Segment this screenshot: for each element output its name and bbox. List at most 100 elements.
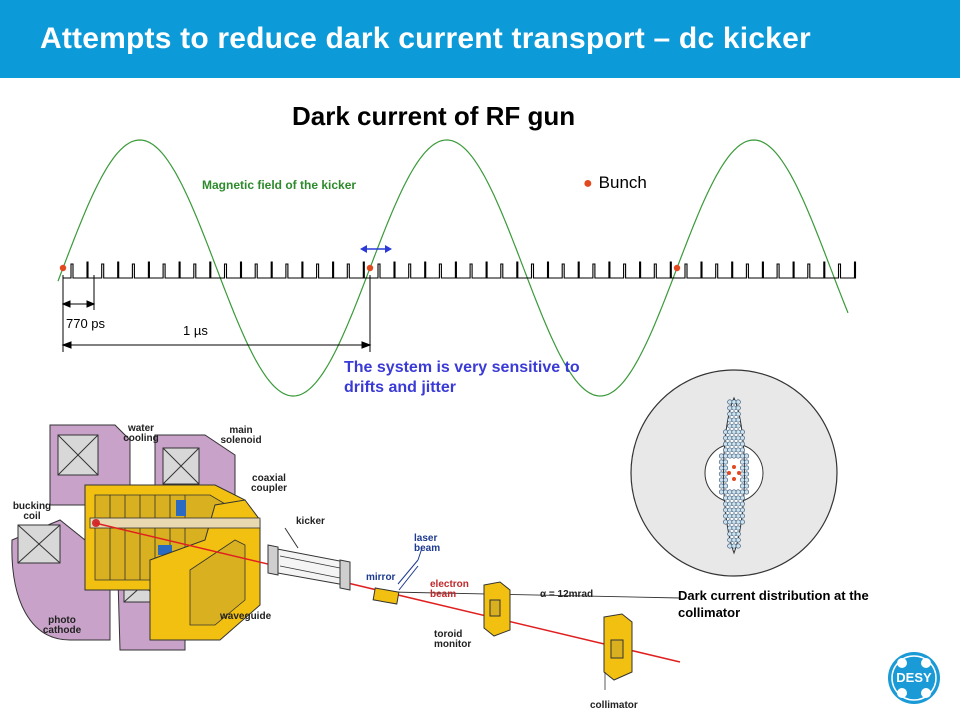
dimension-1us: 1 µs: [183, 323, 208, 338]
toroid-monitor: [483, 581, 511, 637]
dark-current-spot: [739, 507, 745, 513]
dark-current-spot: [723, 519, 729, 525]
dark-current-spot: [731, 447, 737, 453]
dark-current-spot: [739, 465, 745, 471]
dark-current-spot: [727, 447, 733, 453]
dark-current-spot: [723, 513, 729, 519]
label-mirror: mirror: [366, 572, 396, 583]
gun-apparatus: [11, 424, 261, 651]
dark-current-spot: [723, 477, 729, 483]
dark-current-spot: [744, 459, 750, 465]
bunch-dot: [59, 264, 67, 272]
dark-current-spot: [723, 441, 729, 447]
dark-current-spot: [739, 435, 745, 441]
dark-current-spot: [735, 519, 741, 525]
dark-current-spot: [731, 537, 737, 543]
mirror: [372, 547, 423, 605]
dark-current-spot: [744, 477, 750, 483]
bunch-legend: ●Bunch: [583, 173, 647, 193]
dark-current-spot: [718, 471, 724, 477]
dark-current-spot: [731, 507, 737, 513]
dark-current-spot: [735, 399, 741, 405]
collimator-distribution: [630, 369, 838, 577]
dark-current-spot: [731, 435, 737, 441]
dark-current-spot: [723, 501, 729, 507]
dark-current-spot: [723, 435, 729, 441]
dark-current-spot: [723, 495, 729, 501]
dark-current-spot: [744, 453, 750, 459]
label-laser-beam: laser beam: [414, 533, 441, 554]
dark-current-spot: [731, 399, 737, 405]
dark-current-spot: [739, 495, 745, 501]
distribution-caption: Dark current distribution at the collima…: [678, 588, 869, 620]
dark-current-spot: [735, 495, 741, 501]
label-bucking-coil: bucking coil: [12, 501, 52, 522]
desy-logo: [888, 652, 940, 704]
dark-current-spot: [731, 441, 737, 447]
label-photo-cathode: photo cathode: [42, 615, 82, 636]
label-toroid-monitor: toroid monitor: [434, 629, 472, 650]
dark-current-spot: [727, 423, 733, 429]
dark-current-spot: [727, 543, 733, 549]
dark-current-spot: [723, 459, 729, 465]
bunch-dot: [366, 264, 374, 272]
dark-current-spot: [727, 399, 733, 405]
title-bar: [0, 0, 960, 78]
magnetic-field-sine: [57, 139, 849, 397]
dark-current-spot: [731, 543, 737, 549]
dark-current-spot: [739, 513, 745, 519]
dark-current-spot: [735, 537, 741, 543]
kicker-device: [267, 527, 351, 591]
dark-current-spot: [739, 483, 745, 489]
desy-logo-text: DESY: [896, 670, 932, 685]
dark-current-spot: [731, 429, 737, 435]
jitter-arrow: [360, 245, 392, 253]
dark-current-spot: [735, 429, 741, 435]
dark-current-spot: [731, 453, 737, 459]
sensitivity-note: The system is very sensitive to drifts a…: [344, 359, 580, 396]
dark-current-spot: [735, 501, 741, 507]
dark-current-spot: [718, 465, 724, 471]
label-kicker: kicker: [296, 516, 325, 527]
dark-current-spot: [727, 531, 733, 537]
dark-current-spot: [735, 447, 741, 453]
dark-current-spot: [735, 525, 741, 531]
dark-current-spot: [735, 507, 741, 513]
dark-current-spot: [727, 489, 733, 495]
dark-current-spot: [731, 501, 737, 507]
dark-current-spot: [718, 483, 724, 489]
dark-current-spot: [735, 405, 741, 411]
dark-current-spot: [739, 489, 745, 495]
label-main-solenoid: main solenoid: [220, 425, 262, 446]
dark-current-spot: [727, 435, 733, 441]
dark-current-spot: [739, 519, 745, 525]
dark-current-spot: [718, 459, 724, 465]
dark-current-spot: [744, 483, 750, 489]
dark-current-spot: [727, 441, 733, 447]
label-angle: α = 12mrad: [540, 589, 594, 600]
dark-current-spot: [735, 453, 741, 459]
dark-current-spot: [739, 429, 745, 435]
slide-title: Attempts to reduce dark current transpor…: [40, 22, 811, 55]
dark-current-spot: [727, 501, 733, 507]
bunch-legend-text: Bunch: [598, 173, 647, 192]
dark-current-spot: [723, 507, 729, 513]
dimension-770ps: 770 ps: [66, 316, 106, 331]
dark-current-spot: [735, 411, 741, 417]
dark-current-spot: [718, 453, 724, 459]
dark-current-spot: [731, 411, 737, 417]
dark-current-spot: [723, 465, 729, 471]
dark-current-spot: [739, 447, 745, 453]
dark-current-spot: [731, 423, 737, 429]
dark-current-spot: [731, 531, 737, 537]
dark-current-spot: [735, 435, 741, 441]
dark-current-spot: [723, 453, 729, 459]
dark-current-spot: [735, 513, 741, 519]
dark-current-spot: [727, 495, 733, 501]
dark-current-spot: [718, 489, 724, 495]
diagram-title: Dark current of RF gun: [292, 101, 576, 131]
dark-current-spot: [739, 441, 745, 447]
dark-current-spot: [739, 453, 745, 459]
dark-current-spot: [723, 483, 729, 489]
